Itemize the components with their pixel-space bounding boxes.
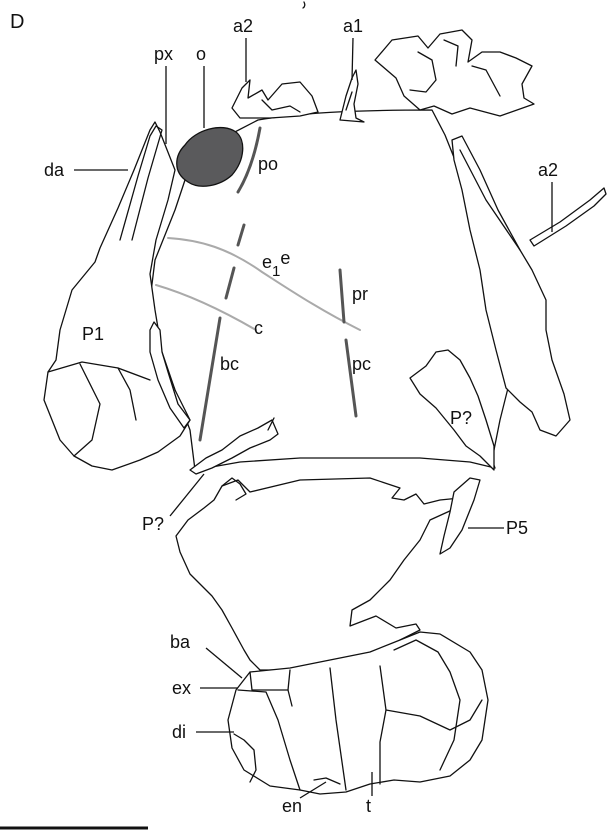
label-a2-top: a2 <box>233 16 253 36</box>
label-a1: a1 <box>343 16 363 36</box>
label-px: px <box>154 44 173 64</box>
label-di: di <box>172 722 186 742</box>
leader-a1 <box>352 38 353 80</box>
top-tick-mark <box>303 2 305 8</box>
label-t: t <box>366 796 371 816</box>
panel-letter: D <box>10 11 24 33</box>
leader-ba <box>206 648 242 678</box>
label-pr: pr <box>352 284 368 304</box>
label-pc: pc <box>352 354 371 374</box>
label-p-right: P? <box>450 408 472 428</box>
label-p-left: P? <box>142 514 164 534</box>
label-c: c <box>254 318 263 338</box>
label-ba: ba <box>170 632 191 652</box>
antenna-a2-right <box>530 188 606 246</box>
right-shell-fragment-1 <box>375 30 534 116</box>
label-p5: P5 <box>506 518 528 538</box>
label-ex: ex <box>172 678 191 698</box>
label-bc: bc <box>220 354 239 374</box>
label-po: po <box>258 154 278 174</box>
leader-p-left <box>170 474 204 516</box>
label-p1: P1 <box>82 324 104 344</box>
label-en: en <box>282 796 302 816</box>
leg-p5 <box>440 478 480 554</box>
label-da: da <box>44 160 65 180</box>
label-o: o <box>196 44 206 64</box>
antenna-a2-top <box>232 80 318 118</box>
label-a2-right: a2 <box>538 160 558 180</box>
